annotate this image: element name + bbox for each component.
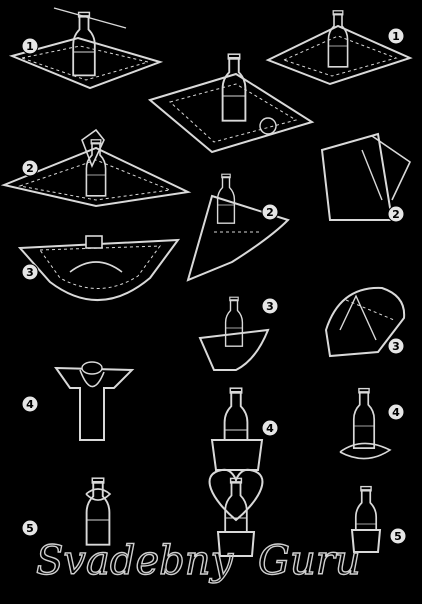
middle-step-4 [210, 387, 264, 471]
svg-text:2: 2 [266, 206, 274, 219]
svg-text:4: 4 [392, 406, 400, 419]
left-step-3 [17, 235, 181, 302]
svg-text:3: 3 [392, 340, 400, 353]
step-badge: 4 [21, 395, 39, 413]
watermark: Svadebny Guru [35, 537, 361, 584]
step-badge: 1 [387, 27, 405, 45]
svg-text:2: 2 [392, 208, 400, 221]
svg-text:5: 5 [26, 522, 34, 535]
bottle-icon [72, 11, 96, 77]
bottle-icon [352, 387, 376, 449]
left-step-5 [85, 477, 112, 546]
step-badge: 5 [21, 519, 39, 537]
svg-text:3: 3 [266, 300, 274, 313]
right-step-1 [265, 9, 413, 86]
svg-text:4: 4 [266, 422, 274, 435]
step-badge: 4 [261, 419, 279, 437]
step-badge: 5 [389, 527, 407, 545]
svg-text:4: 4 [26, 398, 34, 411]
step-badge: 2 [387, 205, 405, 223]
bottle-icon [221, 53, 247, 122]
left-step-4 [54, 361, 135, 441]
watermark-word-right: Guru [258, 538, 361, 584]
step-badge: 3 [387, 337, 405, 355]
watermark-word-left: Svadebny [36, 538, 234, 584]
svg-text:3: 3 [26, 266, 34, 279]
left-step-1 [8, 7, 164, 90]
step-badge: 3 [261, 297, 279, 315]
right-step-4 [339, 387, 392, 460]
heart-icon [208, 468, 264, 522]
middle-step-2 [186, 173, 290, 282]
step-badge: 2 [261, 203, 279, 221]
svg-text:1: 1 [392, 30, 400, 43]
middle-step-5 [208, 468, 264, 557]
right-step-3 [324, 286, 406, 358]
middle-step-3 [198, 296, 270, 371]
step-badge: 2 [21, 159, 39, 177]
svg-text:5: 5 [394, 530, 402, 543]
middle-step-1 [147, 53, 315, 154]
svg-text:1: 1 [26, 40, 34, 53]
svg-text:2: 2 [26, 162, 34, 175]
right-step-5 [350, 485, 382, 553]
left-step-2 [0, 128, 192, 208]
step-badge: 1 [21, 37, 39, 55]
step-badge: 4 [387, 403, 405, 421]
step-badge: 3 [21, 263, 39, 281]
